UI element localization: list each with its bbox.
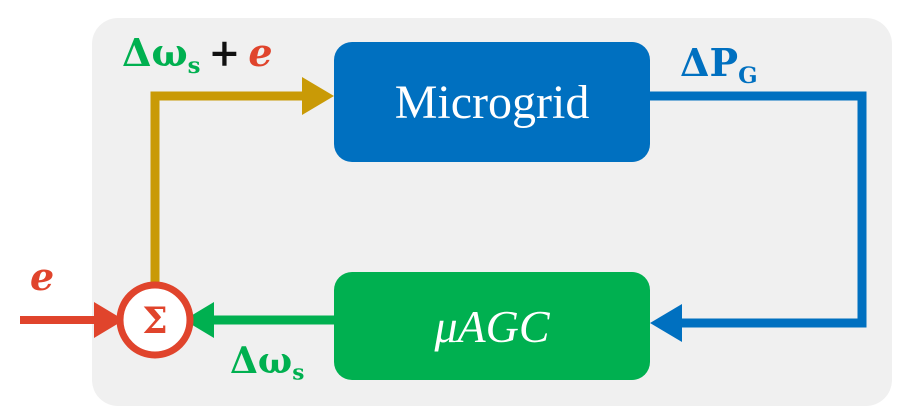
arrowhead-into-summer-red <box>94 302 124 338</box>
delta-omega-subscript: s <box>187 52 201 79</box>
arrowhead-into-magc <box>650 304 682 342</box>
delta-p-subscript: G <box>738 62 758 89</box>
summer-to-microgrid-path <box>150 91 306 282</box>
magc-label: μAGC <box>434 300 550 352</box>
delta-p-symbol: ΔP <box>680 40 739 85</box>
microgrid-label: Microgrid <box>394 75 590 129</box>
plant-output-label: ΔPG <box>680 40 758 89</box>
sigma-icon: Σ <box>142 300 167 342</box>
arrowhead-into-summer-green <box>184 302 214 338</box>
feedback-label: Δωs <box>230 340 304 385</box>
summing-junction <box>116 281 194 359</box>
output-feedback-path <box>650 91 867 328</box>
summer-output-label: Δωs +e <box>122 30 273 79</box>
microgrid-block: Microgrid <box>334 42 650 162</box>
delta-omega-symbol: Δω <box>122 30 188 75</box>
plus-operator: + <box>208 30 241 75</box>
error-term: e <box>248 30 273 75</box>
feedback-symbol: Δω <box>230 340 293 382</box>
arrowhead-into-microgrid <box>302 77 334 115</box>
input-error-label: e <box>30 254 55 299</box>
feedback-subscript: s <box>292 360 305 386</box>
magc-block: μAGC <box>334 272 650 380</box>
